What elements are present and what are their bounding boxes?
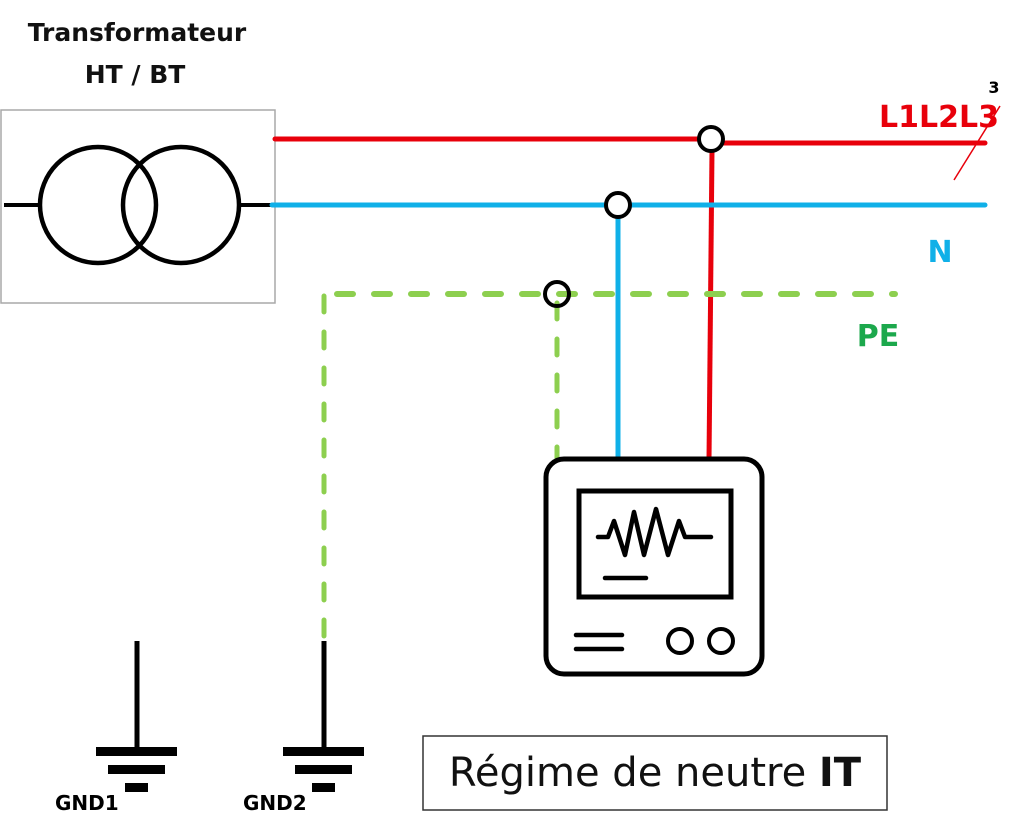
phase-label: L1L2L3 <box>879 100 999 135</box>
caption-prefix: Régime de neutre <box>449 750 819 796</box>
primary-winding-icon <box>37 144 159 266</box>
secondary-winding-icon <box>120 144 242 266</box>
caption-emphasis: IT <box>819 750 862 796</box>
phase-junction-node <box>697 125 725 153</box>
phase-count-marker: 3 <box>988 78 999 97</box>
ground-symbol-gnd2 <box>283 641 364 792</box>
gnd2-bar-1 <box>283 747 364 756</box>
pe-junction-node <box>543 280 571 308</box>
pe-label: PE <box>857 319 899 354</box>
gnd2-bar-2 <box>295 765 352 774</box>
caption-box: Régime de neutre IT <box>422 735 888 811</box>
phase-drop-to-device <box>706 149 715 461</box>
ground-symbol-gnd1 <box>96 641 177 792</box>
pe-conductor <box>321 291 898 643</box>
caption-text: Régime de neutre IT <box>449 750 862 796</box>
device-knob-2-icon <box>707 627 735 655</box>
gnd2-bar-3 <box>312 783 335 792</box>
neutral-label: N <box>927 235 952 270</box>
phase-conductor <box>272 105 1001 461</box>
monitor-device-icon <box>543 456 765 677</box>
three-phase-slash-icon <box>953 105 1001 181</box>
gnd1-bar-1 <box>96 747 177 756</box>
neutral-junction-node <box>604 191 632 219</box>
gnd1-bar-2 <box>108 765 165 774</box>
device-screen <box>576 488 734 600</box>
transformer-symbol <box>0 109 276 304</box>
gnd1-label: GND1 <box>55 791 119 815</box>
gnd1-bar-3 <box>125 783 148 792</box>
device-knob-1-icon <box>666 627 694 655</box>
gnd2-label: GND2 <box>243 791 307 815</box>
transformer-title-line1: Transformateur <box>28 18 247 47</box>
device-body <box>543 456 765 677</box>
waveform-icon <box>595 506 714 558</box>
transformer-title-line2: HT / BT <box>85 60 186 89</box>
caption-frame <box>422 735 888 811</box>
